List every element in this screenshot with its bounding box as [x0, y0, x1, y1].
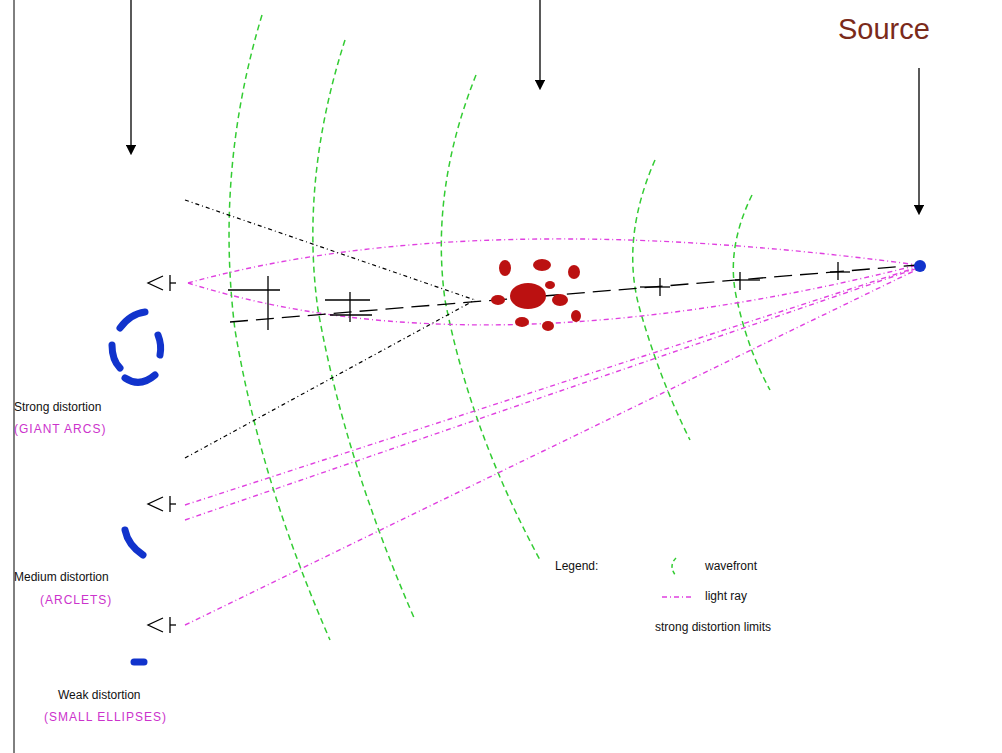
lensed-images: [112, 312, 161, 662]
legend-text: wavefront: [705, 559, 757, 573]
optical-axis: [228, 262, 918, 330]
pointer-arrow: [130, 0, 131, 150]
image-type-label: (GIANT ARCS): [14, 422, 106, 436]
legend-text: strong distortion limits: [655, 620, 771, 634]
border-line: [14, 0, 15, 753]
wavefronts: [229, 15, 770, 640]
pointer-arrow: [918, 68, 919, 210]
image-type-label: (SMALL ELLIPSES): [44, 710, 167, 724]
source-dot: [914, 260, 926, 272]
distortion-limits: [185, 200, 475, 458]
source-label: Source: [838, 12, 930, 47]
distortion-label: Medium distortion: [14, 570, 109, 584]
distortion-label: Strong distortion: [14, 400, 101, 414]
image-type-label: (ARCLETS): [40, 593, 112, 607]
light-rays: [185, 239, 918, 625]
galaxy-cluster: [491, 259, 581, 331]
legend-text: light ray: [705, 589, 747, 603]
legend-title: Legend:: [555, 559, 598, 573]
pointer-arrow: [539, 0, 540, 85]
observer-eyes: [148, 275, 176, 633]
distortion-label: Weak distortion: [58, 688, 140, 702]
legend-samples: [662, 558, 692, 597]
